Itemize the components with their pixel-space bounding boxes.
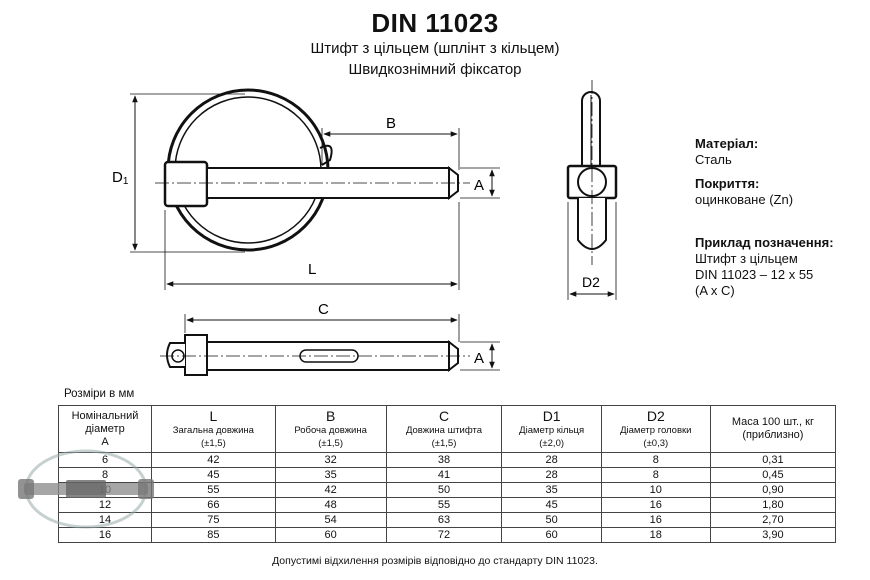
table-cell: 60 xyxy=(274,527,387,543)
table-cell: 0,90 xyxy=(709,482,837,498)
header-mass: Маса 100 шт., кг (приблизно) xyxy=(709,405,837,453)
table-cell: 32 xyxy=(274,452,387,468)
material-block: Матеріал: Сталь xyxy=(695,136,758,168)
units-note: Розміри в мм xyxy=(64,388,135,400)
a-label-bottom: A xyxy=(474,350,484,367)
table-cell: 75 xyxy=(151,512,276,528)
table-cell: 10 xyxy=(600,482,711,498)
table-cell: 28 xyxy=(501,452,602,468)
table-cell: 35 xyxy=(274,467,387,483)
table-cell: 8 xyxy=(600,467,711,483)
subtitle-1: Штифт з цільцем (шплінт з кільцем) xyxy=(310,40,560,57)
subtitle-2: Швидкознімний фіксатор xyxy=(348,61,522,78)
table-cell: 45 xyxy=(501,497,602,513)
table-cell: 16 xyxy=(600,512,711,528)
header-nominal-diameter: Номінальний діаметр A xyxy=(58,405,152,453)
table-cell: 3,90 xyxy=(709,527,837,543)
table-cell: 35 xyxy=(501,482,602,498)
table-cell: 42 xyxy=(151,452,276,468)
table-cell: 55 xyxy=(385,497,503,513)
table-row: 1055425035100,90 xyxy=(58,482,837,498)
footer-note: Допустимі відхилення розмірів відповідно… xyxy=(272,555,598,567)
example-line-3: (A x C) xyxy=(695,283,735,298)
page-title: DIN 11023 xyxy=(371,8,499,38)
table-cell: 41 xyxy=(385,467,503,483)
table-cell: 16 xyxy=(58,527,152,543)
coating-value: оцинковане (Zn) xyxy=(695,192,794,207)
pin-bottom-view xyxy=(160,334,470,376)
table-cell: 16 xyxy=(600,497,711,513)
table-cell: 63 xyxy=(385,512,503,528)
table-cell: 50 xyxy=(385,482,503,498)
b-label: B xyxy=(386,115,396,132)
table-cell: 85 xyxy=(151,527,276,543)
example-block: Приклад позначення: Штифт з цільцем DIN … xyxy=(695,235,834,299)
a-label-top: A xyxy=(474,177,484,194)
coating-label: Покриття: xyxy=(695,176,760,191)
pin-front-view xyxy=(155,160,470,208)
d2-label: D2 xyxy=(582,274,600,290)
table-cell: 66 xyxy=(151,497,276,513)
table-cell: 50 xyxy=(501,512,602,528)
table-cell: 0,31 xyxy=(709,452,837,468)
table-cell: 38 xyxy=(385,452,503,468)
table-cell: 1,80 xyxy=(709,497,837,513)
d1-label: D1 xyxy=(112,169,129,187)
table-cell: 0,45 xyxy=(709,467,837,483)
table-cell: 2,70 xyxy=(709,512,837,528)
table-cell: 42 xyxy=(274,482,387,498)
side-view xyxy=(566,80,618,265)
table-cell: 48 xyxy=(274,497,387,513)
example-label: Приклад позначення: xyxy=(695,235,834,250)
material-value: Сталь xyxy=(695,152,732,167)
table-cell: 60 xyxy=(501,527,602,543)
table-cell: 28 xyxy=(501,467,602,483)
technical-drawing: D1 B A L D2 C A xyxy=(112,80,618,376)
l-label: L xyxy=(308,261,316,278)
example-line-1: Штифт з цільцем xyxy=(695,251,798,266)
table-cell: 54 xyxy=(274,512,387,528)
watermark-logo xyxy=(18,449,154,529)
table-cell: 8 xyxy=(600,452,711,468)
table-cell: 72 xyxy=(385,527,503,543)
material-label: Матеріал: xyxy=(695,136,759,151)
table-cell: 45 xyxy=(151,467,276,483)
example-line-2: DIN 11023 – 12 x 55 xyxy=(695,267,814,282)
table-cell: 18 xyxy=(600,527,711,543)
coating-block: Покриття: оцинковане (Zn) xyxy=(695,176,793,208)
table-cell: 55 xyxy=(151,482,276,498)
c-label: C xyxy=(318,301,329,318)
